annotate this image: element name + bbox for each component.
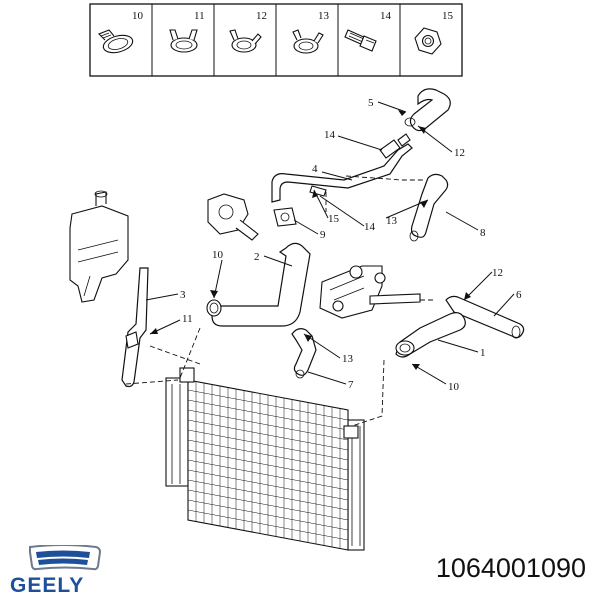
engine-block xyxy=(319,265,434,319)
radiator xyxy=(165,367,365,551)
nut-icon xyxy=(414,27,442,55)
dashed-guide-lines xyxy=(125,175,424,427)
cell-number: 12 xyxy=(256,10,267,22)
hose-3 xyxy=(121,267,149,388)
radiator-core-grid xyxy=(187,381,349,549)
part-number: 1064001090 xyxy=(435,553,586,583)
callout-labels: 5 12 14 4 15 14 13 8 9 10 2 3 11 12 6 13… xyxy=(180,97,522,393)
hose-7 xyxy=(291,328,317,379)
callout-1: 1 xyxy=(480,347,486,359)
callout-14: 14 xyxy=(324,129,336,141)
callout-10: 10 xyxy=(212,249,224,261)
hose-6 xyxy=(445,295,525,339)
callout-10: 10 xyxy=(448,381,460,393)
callout-13: 13 xyxy=(342,353,354,365)
callout-11: 11 xyxy=(182,313,193,325)
callout-9: 9 xyxy=(320,229,326,241)
callout-7: 7 xyxy=(348,379,354,391)
callout-12: 12 xyxy=(492,267,503,279)
cell-number: 13 xyxy=(318,10,330,22)
hose-8 xyxy=(409,173,449,242)
gasket-9 xyxy=(273,207,297,227)
callout-13: 13 xyxy=(386,215,398,227)
parts-table: 10 11 12 13 14 15 xyxy=(89,3,463,77)
hose-5 xyxy=(404,88,451,132)
brand-name: GEELY xyxy=(10,574,85,597)
spring-clamp-icon xyxy=(169,29,198,53)
callout-5: 5 xyxy=(368,97,374,109)
cell-number: 15 xyxy=(442,10,454,22)
thermostat-housing xyxy=(207,193,259,241)
callout-15: 15 xyxy=(328,213,340,225)
hose-1 xyxy=(395,312,466,358)
callout-4: 4 xyxy=(312,163,318,175)
expansion-tank xyxy=(69,190,129,303)
cell-number: 11 xyxy=(194,10,205,22)
spring-clamp-icon xyxy=(292,29,324,54)
cell-number: 10 xyxy=(132,10,144,22)
hose-clamp-worm-icon xyxy=(98,29,134,54)
bolt-icon xyxy=(344,29,377,52)
callout-6: 6 xyxy=(516,289,522,301)
geely-logo-icon xyxy=(29,545,102,571)
callout-8: 8 xyxy=(480,227,486,239)
callout-3: 3 xyxy=(180,289,186,301)
callout-14: 14 xyxy=(364,221,376,233)
spring-clamp-icon xyxy=(229,29,262,53)
leader-lines xyxy=(145,101,515,385)
pipe-4 xyxy=(271,133,413,203)
callout-2: 2 xyxy=(254,251,260,263)
callout-12: 12 xyxy=(454,147,465,159)
cell-number: 14 xyxy=(380,10,392,22)
